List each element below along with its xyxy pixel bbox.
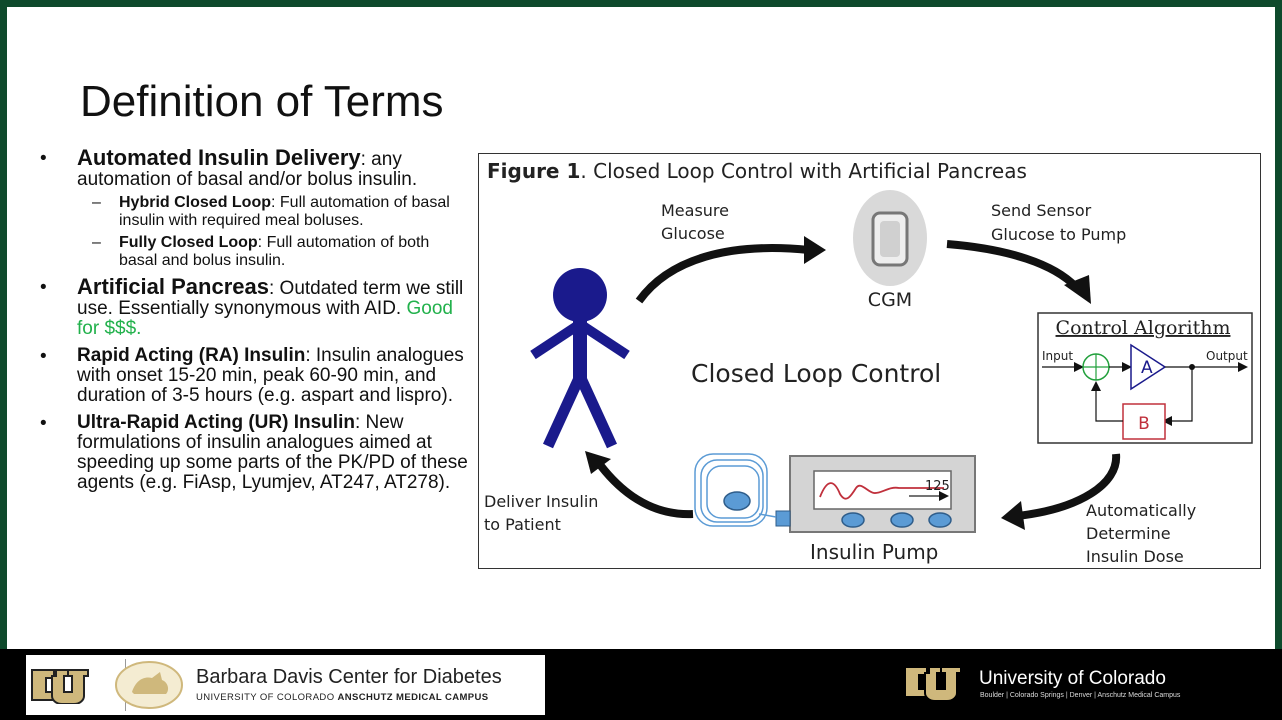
footer-bar: Barbara Davis Center for Diabetes UNIVER… [0,649,1282,720]
arrow-measure [635,244,810,304]
bdc-subtitle-plain: UNIVERSITY OF COLORADO [196,692,338,703]
figure-caption-bold: Figure 1 [487,159,580,183]
figure-caption-rest: . Closed Loop Control with Artificial Pa… [580,159,1026,183]
sub-bullet-item: – Fully Closed Loop: Full automation of … [77,234,472,270]
arrow-auto-head [1001,501,1025,530]
label-deliver-1: Deliver Insulin [484,492,598,511]
pump-value: 125 [925,479,950,494]
figure-canvas: Figure 1. Closed Loop Control with Artif… [484,159,1253,566]
cgm-icon [853,190,927,286]
bdc-subtitle-bold: ANSCHUTZ MEDICAL CAMPUS [337,692,489,703]
label-send-2: Glucose to Pump [991,225,1126,244]
label-auto-3: Insulin Dose [1086,547,1184,566]
bullet-item: • Artificial Pancreas: Outdated term we … [40,274,472,339]
cu-logo-icon [31,669,89,704]
sub-bullet-dash: – [92,194,101,211]
cu-campuses: Boulder | Colorado Springs | Denver | An… [980,692,1181,699]
sub-bullet-item: – Hybrid Closed Loop: Full automation of… [77,194,472,230]
sub-bullet-text: : Full automation of basal insulin with … [119,194,450,229]
bullet-dot: • [40,277,47,298]
insulin-pump-icon [775,455,976,533]
sub-bullet-term: Hybrid Closed Loop [119,194,271,211]
control-algorithm-title: Control Algorithm [1056,317,1231,339]
infusion-set-icon [694,453,777,527]
arrow-auto [1016,453,1121,520]
bullet-term: Automated Insulin Delivery [77,145,361,170]
closed-loop-figure: Figure 1. Closed Loop Control with Artif… [478,153,1261,569]
block-a-label: A [1141,358,1153,378]
pump-label: Insulin Pump [810,540,938,564]
bdc-title: Barbara Davis Center for Diabetes [196,666,502,688]
block-a [1130,343,1167,391]
bullet-list: • Automated Insulin Delivery: any automa… [40,145,472,500]
arrow-send [946,240,1079,290]
block-b-label: B [1138,414,1150,434]
bullet-item: • Ultra-Rapid Acting (UR) Insulin: New f… [40,413,472,493]
label-deliver-2: to Patient [484,515,561,534]
cu-name: University of Colorado [979,668,1166,689]
arrow-measure-head [804,236,826,264]
bullet-term: Rapid Acting (RA) Insulin [77,345,306,366]
figure-caption: Figure 1. Closed Loop Control with Artif… [487,159,1027,183]
bdc-subtitle: UNIVERSITY OF COLORADO ANSCHUTZ MEDICAL … [196,692,489,703]
bullet-text: : Insulin analogues with onset 15-20 min… [77,345,464,406]
slide-title: Definition of Terms [80,77,444,126]
bdc-logo-panel: Barbara Davis Center for Diabetes UNIVER… [26,655,545,715]
label-auto-2: Determine [1086,524,1171,543]
bullet-item: • Rapid Acting (RA) Insulin: Insulin ana… [40,346,472,406]
sub-bullet-term: Fully Closed Loop [119,234,258,251]
input-label: Input [1042,349,1073,363]
arrow-deliver [597,463,694,519]
label-measure-1: Measure [661,201,729,220]
bullet-term: Artificial Pancreas [77,274,269,299]
bullet-dot: • [40,148,47,169]
bullet-highlight: Good for $$$. [77,298,453,339]
bdc-seal-icon [115,661,183,709]
patient-icon [530,268,630,449]
cu-logo-icon [904,666,962,702]
arrow-send-head [1064,275,1091,304]
feedback-to-b [1162,367,1193,426]
label-send-1: Send Sensor [991,201,1092,220]
cgm-label: CGM [868,289,912,311]
center-label: Closed Loop Control [691,359,941,388]
bullet-text: : New formulations of insulin analogues … [77,412,468,493]
bullet-item: • Automated Insulin Delivery: any automa… [40,145,472,270]
bullet-text: : any automation of basal and/or bolus i… [77,149,418,190]
bullet-term: Ultra-Rapid Acting (UR) Insulin [77,412,355,433]
label-measure-2: Glucose [661,224,725,243]
sub-bullet-text: : Full automation of both basal and bolu… [119,234,430,269]
bullet-dot: • [40,413,47,434]
bullet-text: : Outdated term we still use. Essentiall… [77,278,464,319]
label-auto-1: Automatically [1086,501,1196,520]
sub-bullet-dash: – [92,234,101,251]
bullet-dot: • [40,346,47,367]
output-label: Output [1206,349,1248,363]
arrow-deliver-head [585,451,611,474]
feedback-to-sum [1091,381,1123,422]
